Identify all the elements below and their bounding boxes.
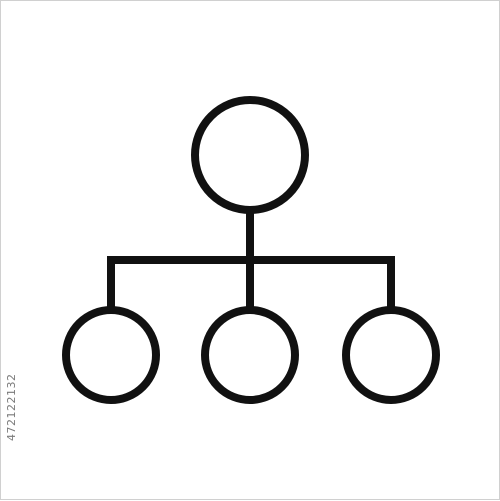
- right-child-circle: [342, 306, 440, 404]
- left-child-circle: [62, 306, 160, 404]
- center-child-circle: [201, 306, 299, 404]
- top-node-circle: [191, 96, 309, 214]
